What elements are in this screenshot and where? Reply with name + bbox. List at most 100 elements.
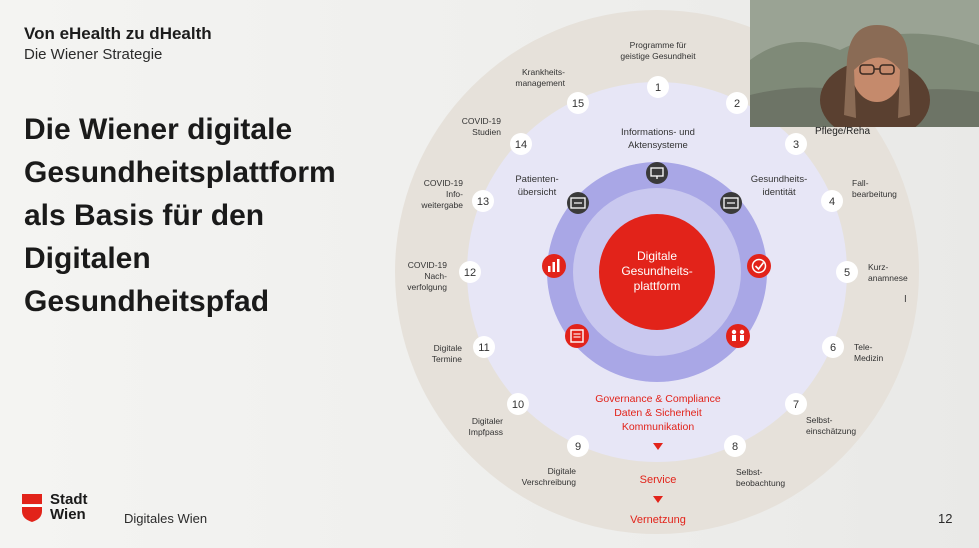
node-6: 6 Tele-Medizin bbox=[822, 336, 884, 363]
vernetzung-label: Vernetzung bbox=[630, 514, 686, 526]
patient-overview-label: übersicht bbox=[518, 187, 557, 198]
node-15: 15 Krankheits-management bbox=[515, 67, 589, 114]
center-label: Gesundheits- bbox=[621, 264, 692, 278]
webcam-video-tile[interactable] bbox=[750, 0, 979, 127]
node-label: Verschreibung bbox=[522, 477, 577, 487]
node-label: Digitaler bbox=[472, 416, 503, 426]
node-label: COVID-19 bbox=[462, 116, 501, 126]
node-5: 5 Kurz-anamnese bbox=[836, 261, 908, 283]
slide-title-line: Digitalen bbox=[24, 242, 151, 275]
node-circle bbox=[785, 133, 807, 155]
node-circle bbox=[472, 190, 494, 212]
id-card-icon bbox=[567, 192, 589, 214]
node-2: 2 bbox=[726, 92, 748, 114]
node-number: 8 bbox=[732, 441, 738, 453]
node-number: 6 bbox=[830, 342, 836, 354]
node-number: 12 bbox=[464, 267, 476, 279]
id-card-icon bbox=[720, 192, 742, 214]
governance-label: Kommunikation bbox=[622, 421, 695, 433]
node-circle bbox=[567, 92, 589, 114]
header-subtitle: Die Wiener Strategie bbox=[24, 46, 163, 63]
node-label: beobachtung bbox=[736, 478, 785, 488]
node-label: Selbst- bbox=[736, 467, 763, 477]
slide-title-line: Die Wiener digitale bbox=[24, 113, 293, 146]
node-circle bbox=[724, 435, 746, 457]
node-number: 7 bbox=[793, 399, 799, 411]
node-label: Studien bbox=[472, 127, 501, 137]
node-label: Tele- bbox=[854, 342, 873, 352]
service-label: Service bbox=[640, 474, 677, 486]
logo-line: Wien bbox=[50, 506, 86, 523]
node-circle bbox=[822, 336, 844, 358]
node-label: Medizin bbox=[854, 353, 884, 363]
node-label: Selbst- bbox=[806, 415, 833, 425]
logo-wordmark: Stadt Wien bbox=[50, 492, 88, 522]
slide-title: Die Wiener digitale Gesundheitsplattform… bbox=[24, 108, 336, 323]
node-label: COVID-19 bbox=[424, 178, 463, 188]
node-3: 3 bbox=[785, 133, 807, 155]
node-number: 1 bbox=[655, 82, 661, 94]
webcam-feed bbox=[750, 0, 979, 127]
node-circle bbox=[821, 190, 843, 212]
node-circle bbox=[459, 261, 481, 283]
node-label: Info- bbox=[446, 189, 463, 199]
health-identity-label: identität bbox=[762, 187, 796, 198]
node-circle bbox=[510, 133, 532, 155]
info-systems-label: Aktensysteme bbox=[628, 140, 688, 151]
people-icon bbox=[726, 324, 750, 348]
node-number: 3 bbox=[793, 139, 799, 151]
center-circle bbox=[599, 214, 715, 330]
node-number: 13 bbox=[477, 196, 489, 208]
node-circle bbox=[567, 435, 589, 457]
node-label: einschätzung bbox=[806, 426, 856, 436]
bar-chart-icon bbox=[542, 254, 566, 278]
node-label: anamnese bbox=[868, 273, 908, 283]
node-label: Termine bbox=[432, 354, 463, 364]
node-label: Krankheits- bbox=[522, 67, 565, 77]
node-label: Kurz- bbox=[868, 262, 888, 272]
participant-label: Pflege/Reha bbox=[815, 126, 871, 137]
node-circle bbox=[473, 336, 495, 358]
node-number: 15 bbox=[572, 98, 584, 110]
node-label: geistige Gesundheit bbox=[620, 51, 696, 61]
monitor-icon bbox=[646, 162, 668, 184]
node-label: management bbox=[515, 78, 565, 88]
text-cursor: I bbox=[904, 294, 907, 305]
document-icon bbox=[565, 324, 589, 348]
node-label: verfolgung bbox=[407, 282, 447, 292]
node-number: 14 bbox=[515, 139, 527, 151]
slide-title-line: als Basis für den bbox=[24, 199, 265, 232]
header-title: Von eHealth zu dHealth bbox=[24, 24, 212, 43]
node-number: 2 bbox=[734, 98, 740, 110]
node-circle bbox=[726, 92, 748, 114]
node-number: 5 bbox=[844, 267, 850, 279]
logo-line: Stadt bbox=[50, 491, 88, 508]
node-number: 9 bbox=[575, 441, 581, 453]
node-label: Digitale bbox=[548, 466, 577, 476]
node-label: weitergabe bbox=[420, 200, 463, 210]
governance-label: Daten & Sicherheit bbox=[614, 407, 702, 419]
node-circle bbox=[507, 393, 529, 415]
slide-title-line: Gesundheitspfad bbox=[24, 285, 270, 318]
node-label: Digitale bbox=[434, 343, 463, 353]
arrow-down-icon bbox=[653, 496, 663, 503]
node-circle bbox=[647, 76, 669, 98]
center-label: Digitale bbox=[637, 249, 677, 263]
center-label: plattform bbox=[634, 279, 681, 293]
node-label: Programme für bbox=[630, 40, 687, 50]
node-number: 4 bbox=[829, 196, 835, 208]
page-number: 12 bbox=[938, 511, 953, 526]
